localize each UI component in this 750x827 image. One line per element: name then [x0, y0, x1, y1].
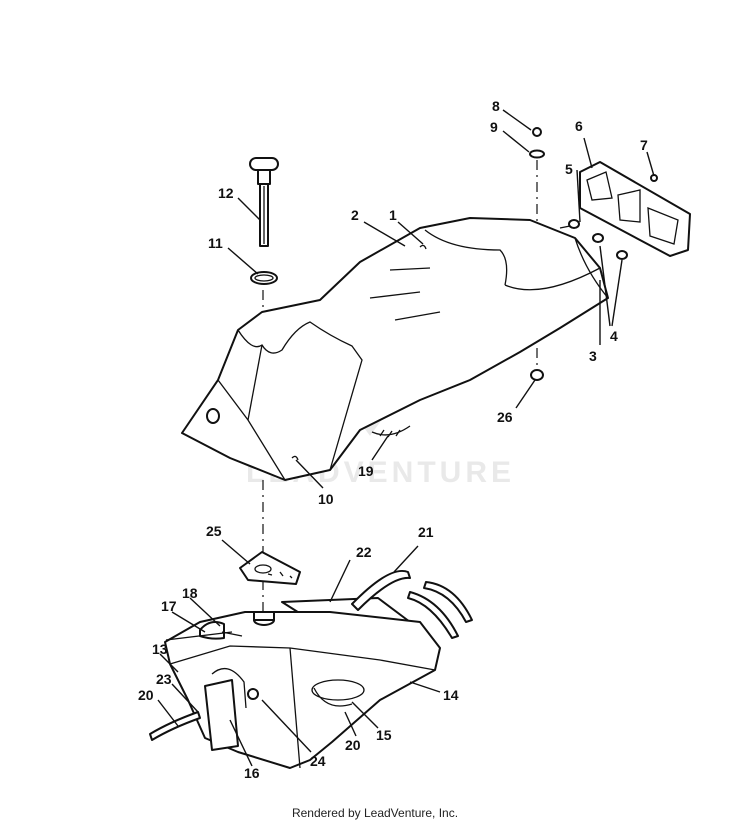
- label-part-24: 24: [310, 753, 326, 769]
- label-part-22: 22: [356, 544, 372, 560]
- label-part-20b: 20: [345, 737, 361, 753]
- assembly-centerlines: [262, 160, 538, 612]
- label-part-26: 26: [497, 409, 513, 425]
- label-part-20a: 20: [138, 687, 154, 703]
- part-labels: 1 2 3 4 5 6 7 8 9 10 11 12 13 14 15 16 1…: [138, 98, 648, 781]
- label-part-9: 9: [490, 119, 498, 135]
- label-part-12: 12: [218, 185, 234, 201]
- label-part-19: 19: [358, 463, 374, 479]
- filler-cap: [249, 157, 279, 247]
- screw-and-washer: [529, 127, 545, 159]
- label-part-8: 8: [492, 98, 500, 114]
- label-part-14: 14: [443, 687, 459, 703]
- label-part-1: 1: [389, 207, 397, 223]
- label-part-3: 3: [589, 348, 597, 364]
- sending-unit: [149, 667, 259, 751]
- leader-lines: [157, 109, 655, 767]
- label-part-15: 15: [376, 727, 392, 743]
- label-part-4: 4: [610, 328, 618, 344]
- label-part-25: 25: [206, 523, 222, 539]
- bulbs: [559, 219, 628, 260]
- footer-credit: Rendered by LeadVenture, Inc.: [291, 806, 459, 820]
- label-part-6: 6: [575, 118, 583, 134]
- label-part-16: 16: [244, 765, 260, 781]
- label-part-11: 11: [208, 235, 223, 251]
- label-part-7: 7: [640, 137, 648, 153]
- tank-cover: [181, 217, 609, 481]
- label-part-5: 5: [565, 161, 573, 177]
- label-part-13: 13: [152, 641, 168, 657]
- label-part-23: 23: [156, 671, 172, 687]
- label-part-21: 21: [418, 524, 434, 540]
- label-part-10: 10: [318, 491, 334, 507]
- label-part-2: 2: [351, 207, 359, 223]
- straps: [351, 570, 473, 639]
- gasket-pad: [239, 551, 301, 585]
- nut: [530, 369, 544, 381]
- label-part-17: 17: [161, 598, 177, 614]
- o-ring: [250, 271, 278, 285]
- label-part-18: 18: [182, 585, 198, 601]
